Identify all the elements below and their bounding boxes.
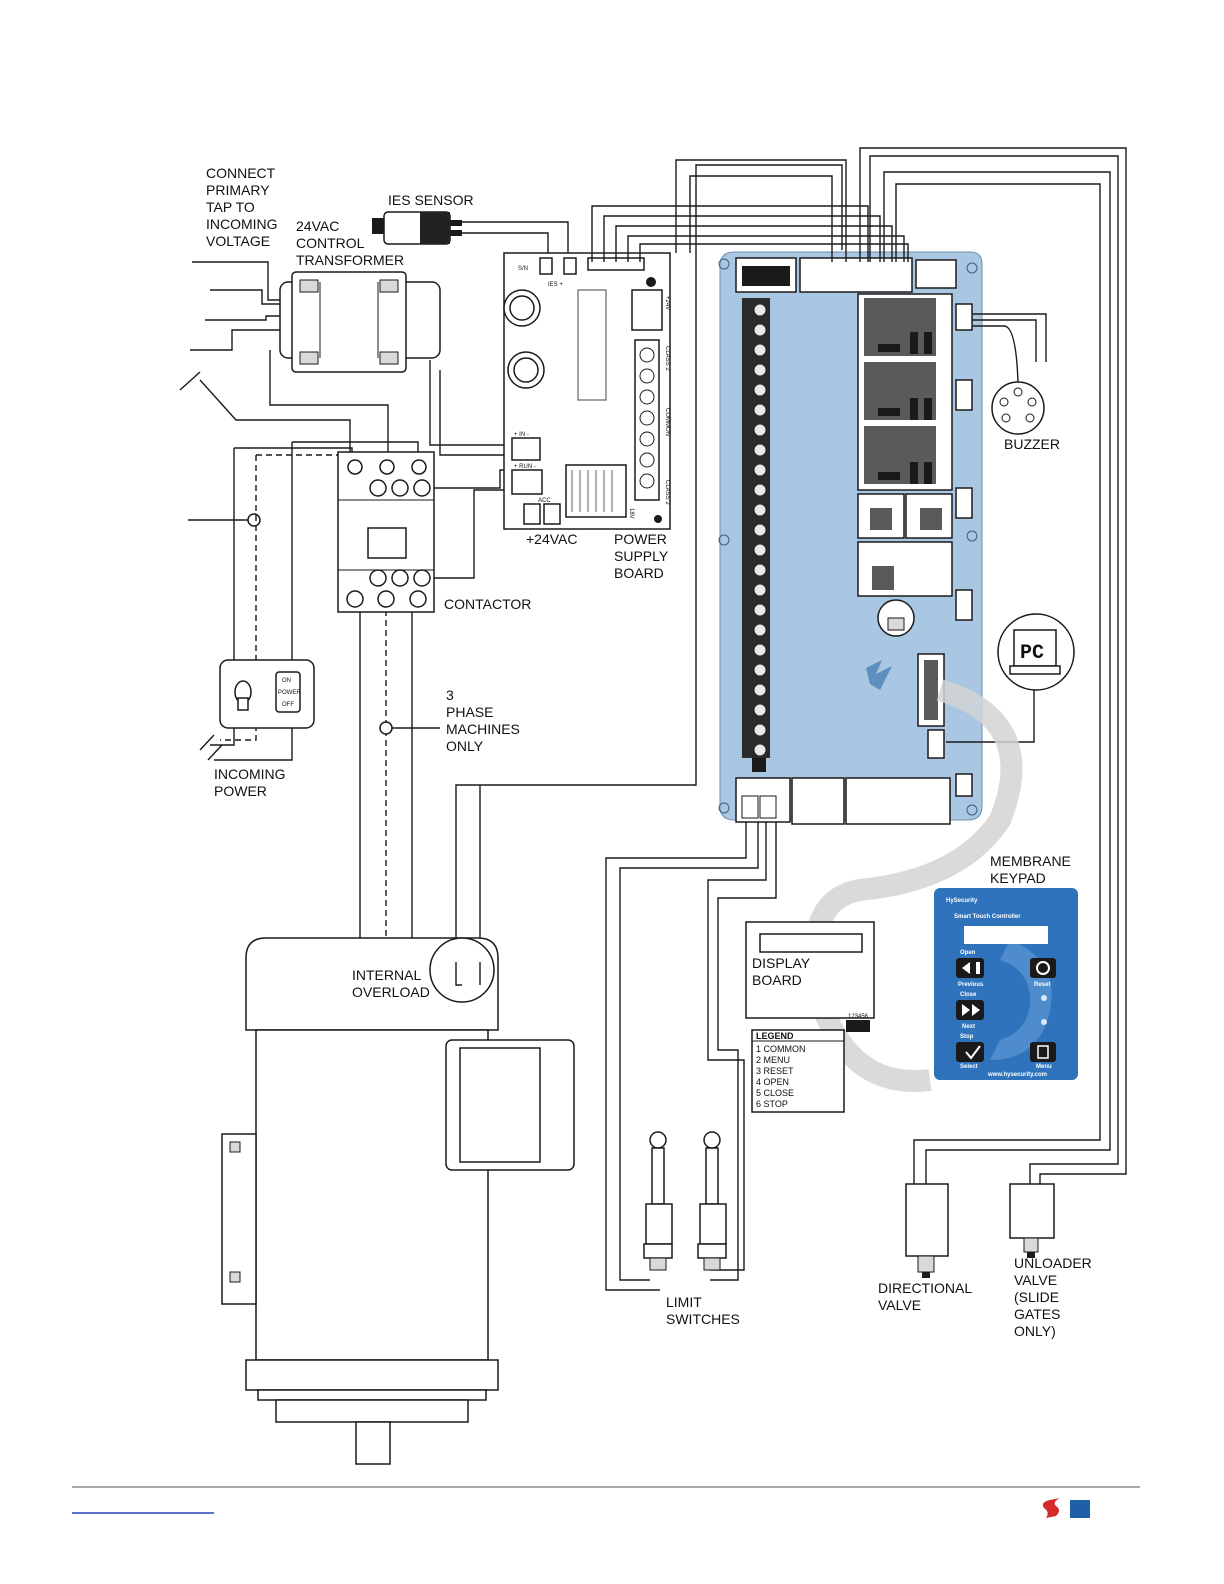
limit-switches bbox=[643, 1131, 727, 1271]
legend-item-3: 3 RESET bbox=[756, 1066, 794, 1076]
psb-common-label: COMMON bbox=[664, 408, 670, 436]
label-display-2: BOARD bbox=[752, 972, 802, 988]
upper-wiring bbox=[591, 147, 1127, 1184]
label-connect-5: VOLTAGE bbox=[206, 233, 270, 249]
next-icon bbox=[962, 1004, 980, 1016]
controller-board bbox=[718, 251, 983, 825]
keypad-next-label: Next bbox=[962, 1024, 975, 1030]
keypad-brand: HySecurity bbox=[946, 898, 978, 904]
label-24vac: +24VAC bbox=[526, 531, 578, 547]
label-contactor: CONTACTOR bbox=[444, 596, 531, 612]
switch-power-label: POWER bbox=[278, 690, 301, 696]
label-incoming-2: POWER bbox=[214, 783, 267, 799]
label-overload-2: OVERLOAD bbox=[352, 984, 430, 1000]
power-supply-board: S/N IES + + IN - + RUN - ACC +24V CLASS … bbox=[503, 252, 671, 530]
limit-wiring bbox=[605, 822, 777, 1291]
keypad-menu-button[interactable] bbox=[1030, 1042, 1056, 1062]
keypad-open-label: Open bbox=[960, 950, 976, 956]
keypad-stop-label: Stop bbox=[960, 1034, 974, 1040]
footer bbox=[72, 1486, 1140, 1518]
display-pins-label: 123456 bbox=[848, 1014, 869, 1020]
keypad-url: www.hysecurity.com bbox=[987, 1072, 1047, 1078]
legend-item-2: 2 MENU bbox=[756, 1055, 790, 1065]
label-3phase-4: ONLY bbox=[446, 738, 484, 754]
legend: LEGEND 1 COMMON 2 MENU 3 RESET 4 OPEN 5 … bbox=[751, 1029, 845, 1113]
label-keypad-2: KEYPAD bbox=[990, 870, 1046, 886]
pc-computer: PC bbox=[997, 613, 1075, 691]
label-unloader-3: (SLIDE bbox=[1014, 1289, 1059, 1305]
keypad-menu-label: Menu bbox=[1036, 1064, 1052, 1070]
label-psb-3: BOARD bbox=[614, 565, 664, 581]
label-dirvalve-1: DIRECTIONAL bbox=[878, 1280, 972, 1296]
keypad-previous-label: Previous bbox=[958, 982, 984, 988]
label-unloader-1: UNLOADER bbox=[1014, 1255, 1092, 1271]
label-psb-2: SUPPLY bbox=[614, 548, 669, 564]
label-unloader-4: GATES bbox=[1014, 1306, 1060, 1322]
label-unloader-5: ONLY) bbox=[1014, 1323, 1056, 1339]
legend-item-1: 1 COMMON bbox=[756, 1044, 806, 1054]
keypad-title: Smart Touch Controller bbox=[954, 914, 1021, 920]
legend-item-4: 4 OPEN bbox=[756, 1077, 789, 1087]
power-switch: ON POWER OFF bbox=[219, 659, 315, 729]
control-transformer bbox=[279, 271, 441, 373]
contactor bbox=[337, 451, 435, 613]
keypad-reset-label: Reset bbox=[1034, 982, 1050, 988]
reset-icon bbox=[1036, 961, 1050, 975]
hysecurity-logo-icon bbox=[1042, 1498, 1060, 1518]
psb-24v-label: +24V bbox=[664, 296, 670, 310]
menu-icon bbox=[1037, 1045, 1049, 1059]
label-connect-1: CONNECT bbox=[206, 165, 276, 181]
label-transformer-1: 24VAC bbox=[296, 218, 339, 234]
label-transformer-2: CONTROL bbox=[296, 235, 365, 251]
keypad-close-label: Close bbox=[960, 992, 977, 998]
label-connect-3: TAP TO bbox=[206, 199, 255, 215]
switch-off-label: OFF bbox=[282, 702, 294, 708]
label-transformer-3: TRANSFORMER bbox=[296, 252, 404, 268]
label-connect-2: PRIMARY bbox=[206, 182, 270, 198]
psb-class2-bot-label: CLASS 2 bbox=[664, 480, 670, 505]
label-display-1: DISPLAY bbox=[752, 955, 811, 971]
pc-label: PC bbox=[1020, 642, 1044, 665]
keypad-reset-button[interactable] bbox=[1030, 958, 1056, 978]
psb-sn-label: S/N bbox=[518, 266, 528, 272]
psb-18v-label: 18V bbox=[628, 508, 634, 519]
motor bbox=[221, 937, 575, 1465]
label-keypad-1: MEMBRANE bbox=[990, 853, 1071, 869]
label-psb-1: POWER bbox=[614, 531, 667, 547]
switch-on-label: ON bbox=[282, 678, 291, 684]
psb-in-label: + IN - bbox=[514, 432, 529, 438]
keypad-select-button[interactable] bbox=[956, 1042, 984, 1062]
brand-logo-icon bbox=[1070, 1500, 1090, 1518]
label-connect-4: INCOMING bbox=[206, 216, 278, 232]
label-dirvalve-2: VALVE bbox=[878, 1297, 921, 1313]
previous-icon bbox=[962, 962, 980, 974]
legend-title: LEGEND bbox=[756, 1031, 794, 1041]
psb-ies-label: IES + bbox=[548, 282, 563, 288]
display-board: 123456 bbox=[745, 921, 875, 1032]
membrane-keypad: HySecurity Smart Touch Controller Open P… bbox=[934, 888, 1078, 1080]
diagram-labels: CONNECT PRIMARY TAP TO INCOMING VOLTAGE … bbox=[206, 165, 1092, 1339]
label-overload-1: INTERNAL bbox=[352, 967, 421, 983]
legend-item-6: 6 STOP bbox=[756, 1099, 788, 1109]
unloader-valve bbox=[1009, 1183, 1055, 1258]
label-limit-1: LIMIT bbox=[666, 1294, 702, 1310]
label-incoming-1: INCOMING bbox=[214, 766, 286, 782]
label-3phase-2: PHASE bbox=[446, 704, 493, 720]
legend-item-5: 5 CLOSE bbox=[756, 1088, 794, 1098]
check-icon bbox=[965, 1045, 981, 1060]
label-unloader-2: VALVE bbox=[1014, 1272, 1057, 1288]
label-ies-sensor: IES SENSOR bbox=[388, 192, 474, 208]
label-limit-2: SWITCHES bbox=[666, 1311, 740, 1327]
psb-class2-top-label: CLASS 2 bbox=[664, 346, 670, 371]
directional-valve bbox=[905, 1183, 949, 1278]
psb-run-label: + RUN - bbox=[514, 464, 536, 470]
label-3phase-1: 3 bbox=[446, 687, 454, 703]
psb-acc-label: ACC bbox=[538, 498, 551, 504]
label-buzzer: BUZZER bbox=[1004, 436, 1060, 452]
buzzer bbox=[991, 381, 1045, 435]
label-3phase-3: MACHINES bbox=[446, 721, 520, 737]
keypad-select-label: Select bbox=[960, 1064, 978, 1070]
